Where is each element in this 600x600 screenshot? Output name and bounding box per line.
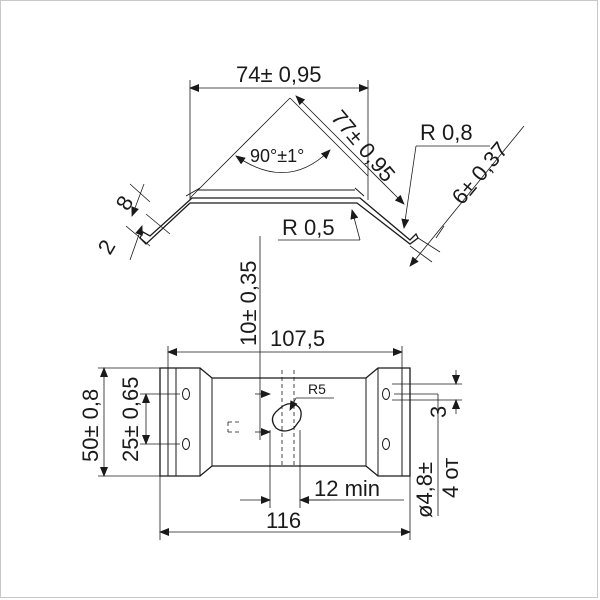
dim-line-lip-width bbox=[131, 183, 145, 217]
dim-hole-diameter: ø4,8± bbox=[412, 462, 437, 518]
profile-outline bbox=[139, 197, 419, 245]
hole-top-left bbox=[182, 388, 190, 400]
profile-view: 74± 0,95 90°±1° 77± 0,95 R 0,8 6± 0,37 R… bbox=[93, 62, 525, 267]
dim-slot-radius: R5 bbox=[308, 381, 326, 397]
dim-line-flange-height bbox=[409, 125, 525, 267]
hole-bottom-right bbox=[382, 438, 390, 450]
dim-radius-inner: R 0,5 bbox=[282, 215, 335, 240]
dim-line-side-length bbox=[295, 95, 405, 205]
dim-line-lip-height bbox=[129, 225, 143, 261]
hole-bottom-left bbox=[182, 438, 190, 450]
dim-center-offset: 10± 0,35 bbox=[236, 261, 261, 346]
dim-total-width: 116 bbox=[266, 508, 301, 533]
hole-top-right bbox=[382, 388, 390, 400]
dim-flange-height: 6± 0,37 bbox=[447, 137, 513, 209]
dim-angle: 90°±1° bbox=[250, 146, 304, 166]
center-slot bbox=[271, 402, 302, 432]
dim-mid-width: 107,5 bbox=[270, 326, 325, 351]
plan-view: R5 10± 0,35 107,5 50± 0,8 25± 0,65 3 bbox=[78, 236, 463, 540]
plan-outline bbox=[159, 367, 411, 477]
dim-hole-count: 4 от bbox=[438, 458, 463, 498]
dim-radius-outer: R 0,8 bbox=[420, 120, 473, 145]
dim-total-height: 50± 0,8 bbox=[78, 389, 103, 462]
dim-hole-spacing: 25± 0,65 bbox=[118, 377, 143, 462]
dim-lip-width: 8 bbox=[111, 191, 139, 214]
dim-hole-offset: 3 bbox=[426, 406, 451, 418]
dim-slot-min: 12 min bbox=[314, 476, 380, 501]
dim-side-length: 77± 0,95 bbox=[326, 105, 400, 187]
profile-flange-line bbox=[185, 187, 365, 197]
dim-lip-height: 2 bbox=[93, 235, 121, 258]
dim-top-width: 74± 0,95 bbox=[236, 62, 321, 87]
